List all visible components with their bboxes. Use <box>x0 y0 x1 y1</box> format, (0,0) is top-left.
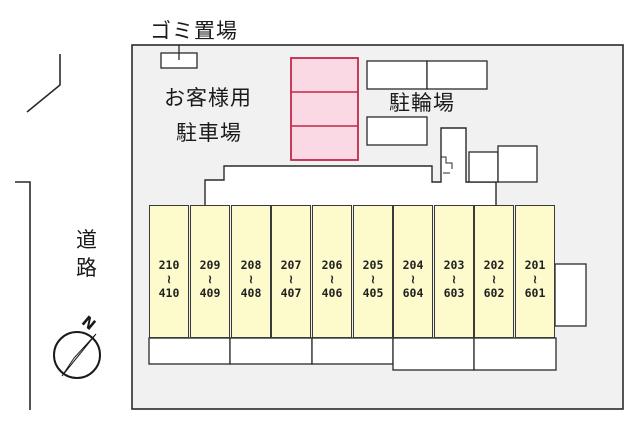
compass-icon <box>53 331 101 379</box>
unit-block <box>353 205 393 338</box>
road-label-line2: 路 <box>76 256 98 280</box>
balcony-blocks <box>148 337 557 371</box>
stair-detail <box>441 156 453 174</box>
unit-block <box>271 205 311 338</box>
unit-label-202: 202≀602 <box>483 258 505 301</box>
unit-block <box>474 205 514 338</box>
unit-label-207: 207≀407 <box>280 258 302 301</box>
guest-parking-spaces <box>290 57 359 161</box>
side-blocks <box>468 145 587 327</box>
unit-label-203: 203≀603 <box>443 258 465 301</box>
unit-block <box>190 205 230 338</box>
road-boundary <box>15 54 61 410</box>
unit-block <box>515 205 555 338</box>
unit-label-204: 204≀604 <box>402 258 424 301</box>
unit-label-205: 205≀405 <box>362 258 384 301</box>
garbage-label: ゴミ置場 <box>150 19 238 43</box>
unit-block <box>312 205 352 338</box>
guest-parking-label-line1: お客様用 <box>164 86 252 110</box>
unit-label-201: 201≀601 <box>524 258 546 301</box>
road-label-line1: 道 <box>76 228 98 252</box>
unit-label-206: 206≀406 <box>321 258 343 301</box>
bicycle-parking-boxes <box>366 60 488 146</box>
unit-block <box>434 205 474 338</box>
unit-label-208: 208≀408 <box>240 258 262 301</box>
bicycle-parking-label: 駐輪場 <box>389 91 455 115</box>
unit-block <box>393 205 433 338</box>
unit-label-210: 210≀410 <box>158 258 180 301</box>
garbage-area <box>160 45 198 69</box>
unit-label-209: 209≀409 <box>199 258 221 301</box>
unit-block <box>149 205 189 338</box>
unit-block <box>231 205 271 338</box>
guest-parking-label-line2: 駐車場 <box>176 121 242 145</box>
